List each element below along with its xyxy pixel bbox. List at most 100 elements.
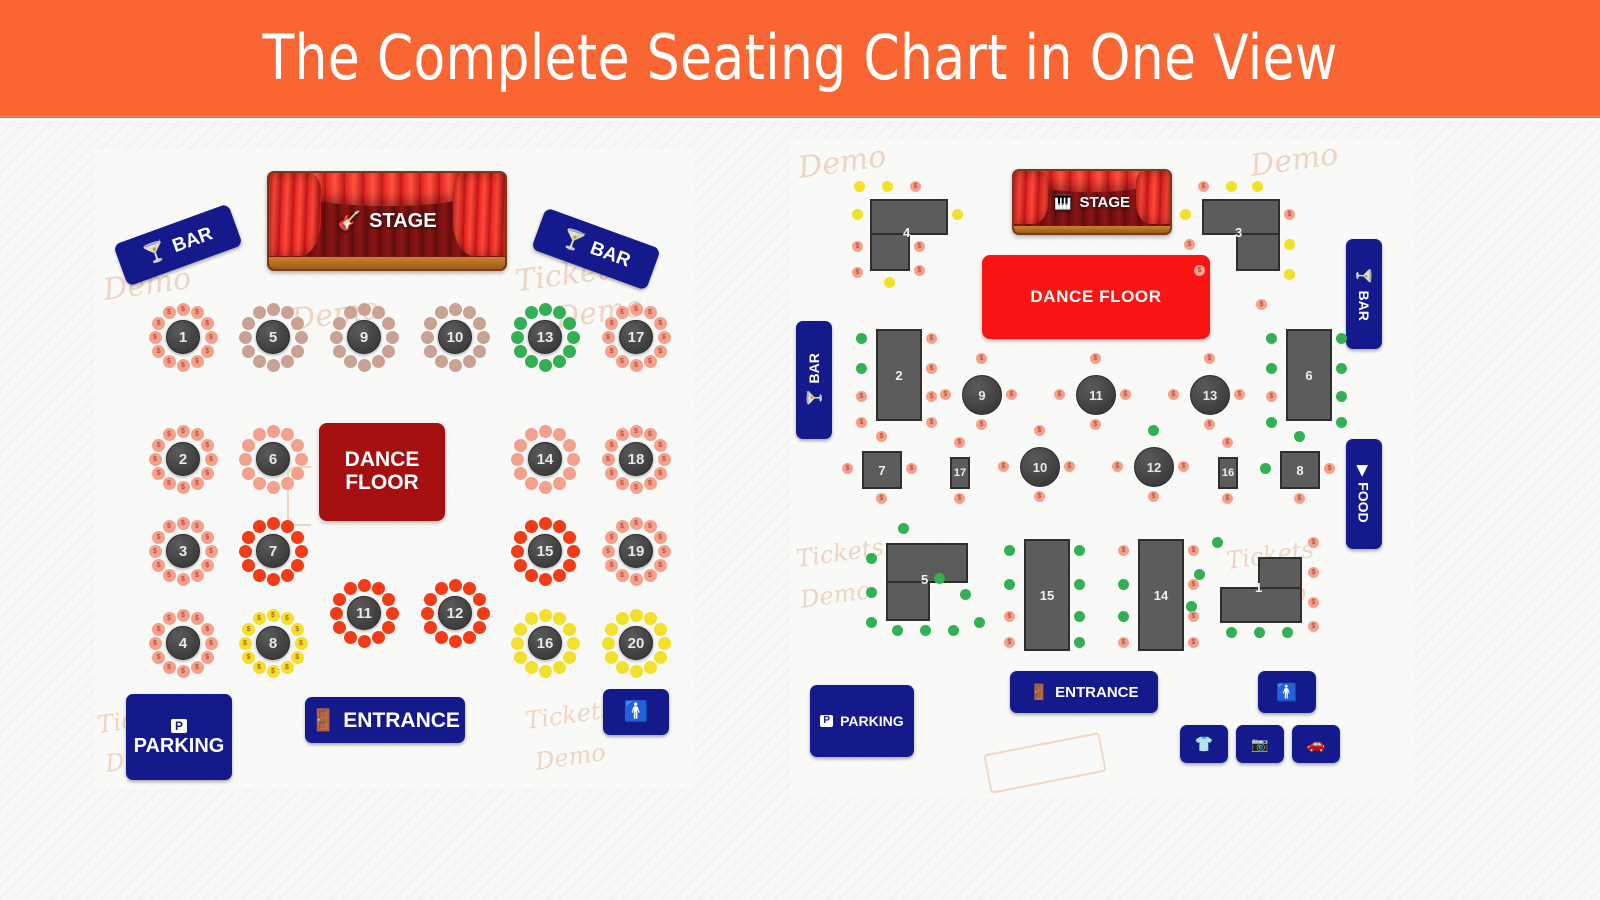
seat[interactable]: [524, 354, 538, 368]
seat[interactable]: $: [643, 568, 657, 582]
seat[interactable]: $: [629, 302, 643, 316]
table-14[interactable]: 14: [509, 423, 581, 495]
seat[interactable]: [514, 316, 528, 330]
seat[interactable]: [1336, 333, 1347, 344]
seat[interactable]: $: [176, 358, 190, 372]
seat[interactable]: [524, 306, 538, 320]
seat[interactable]: $: [657, 452, 671, 466]
seat[interactable]: $: [162, 428, 176, 442]
seat[interactable]: $: [605, 558, 619, 572]
seat[interactable]: $: [252, 612, 266, 626]
seat[interactable]: $: [601, 544, 615, 558]
seat[interactable]: [629, 608, 643, 622]
seat[interactable]: $: [252, 660, 266, 674]
seat[interactable]: [510, 452, 524, 466]
seat[interactable]: [1148, 425, 1159, 436]
seat[interactable]: $: [204, 636, 218, 650]
seat[interactable]: $: [910, 181, 921, 192]
seat[interactable]: $: [238, 636, 252, 650]
table-15[interactable]: 15$$: [1004, 539, 1085, 651]
seat[interactable]: [290, 558, 304, 572]
seat[interactable]: $: [242, 622, 256, 636]
seat[interactable]: [524, 568, 538, 582]
seat[interactable]: [1294, 431, 1305, 442]
seat[interactable]: [252, 354, 266, 368]
seat[interactable]: $: [162, 476, 176, 490]
seat[interactable]: [566, 452, 580, 466]
seat[interactable]: [1074, 637, 1085, 648]
seat[interactable]: $: [162, 612, 176, 626]
seat[interactable]: $: [906, 463, 917, 474]
seat[interactable]: [562, 344, 576, 358]
seat[interactable]: [524, 520, 538, 534]
seat[interactable]: [524, 612, 538, 626]
seat[interactable]: [1118, 579, 1129, 590]
seat[interactable]: $: [290, 650, 304, 664]
seat[interactable]: [472, 316, 486, 330]
seat[interactable]: $: [1204, 353, 1215, 364]
seat[interactable]: [343, 354, 357, 368]
seat[interactable]: $: [190, 306, 204, 320]
seat[interactable]: $: [1184, 239, 1195, 250]
seat[interactable]: [552, 428, 566, 442]
table-12[interactable]: 12$$$: [1112, 425, 1189, 502]
table-7[interactable]: 7$$$$: [842, 431, 917, 504]
seat[interactable]: $: [1090, 419, 1101, 430]
seat[interactable]: $: [653, 466, 667, 480]
seat[interactable]: [856, 363, 867, 374]
seat[interactable]: $: [290, 622, 304, 636]
seat[interactable]: $: [266, 664, 280, 678]
seat[interactable]: $: [1188, 545, 1199, 556]
seat[interactable]: $: [852, 241, 863, 252]
seat[interactable]: [1284, 269, 1295, 280]
table-2[interactable]: $$$$$$$$$$$$2: [147, 423, 219, 495]
seat[interactable]: $: [876, 493, 887, 504]
seat[interactable]: [434, 354, 448, 368]
table-11[interactable]: 11$$$$: [1054, 353, 1131, 430]
seat[interactable]: $: [200, 650, 214, 664]
seat[interactable]: [329, 606, 343, 620]
seat[interactable]: $: [148, 330, 162, 344]
seat[interactable]: [605, 622, 619, 636]
seat[interactable]: [371, 354, 385, 368]
seat[interactable]: $: [190, 354, 204, 368]
seat[interactable]: [566, 330, 580, 344]
seat[interactable]: $: [152, 622, 166, 636]
seat[interactable]: $: [1308, 621, 1319, 632]
seat[interactable]: $: [1194, 265, 1205, 276]
taxi-sign[interactable]: 🚗: [1292, 725, 1340, 763]
seat[interactable]: $: [200, 438, 214, 452]
seat[interactable]: [294, 452, 308, 466]
table-2[interactable]: 2$$$$$$: [856, 329, 937, 428]
food-sign-right[interactable]: ▶ FOOD: [1346, 439, 1382, 549]
table-6[interactable]: 6: [237, 423, 309, 495]
table-16[interactable]: 16$$: [1218, 437, 1238, 504]
seat[interactable]: [333, 620, 347, 634]
seat[interactable]: $: [856, 417, 867, 428]
seat[interactable]: [371, 306, 385, 320]
seat[interactable]: $: [1188, 579, 1199, 590]
table-3[interactable]: $$$$$$$$$$$$3: [147, 515, 219, 587]
bar-sign-left[interactable]: 🍸 BAR: [796, 321, 832, 439]
seat[interactable]: [643, 612, 657, 626]
seat[interactable]: $: [1006, 389, 1017, 400]
entrance-sign-right[interactable]: 🚪 ENTRANCE: [1010, 671, 1158, 713]
table-1[interactable]: $$$$$$$$$$$$1: [147, 301, 219, 373]
seat[interactable]: $: [876, 431, 887, 442]
seat[interactable]: $: [629, 358, 643, 372]
seat[interactable]: $: [653, 530, 667, 544]
table-13[interactable]: 13: [509, 301, 581, 373]
seat[interactable]: [462, 630, 476, 644]
seat[interactable]: [381, 316, 395, 330]
seat[interactable]: [538, 424, 552, 438]
seat[interactable]: [552, 568, 566, 582]
seat[interactable]: [448, 358, 462, 372]
seat[interactable]: $: [162, 568, 176, 582]
seat[interactable]: $: [176, 480, 190, 494]
seat[interactable]: [280, 568, 294, 582]
seat[interactable]: $: [1188, 637, 1199, 648]
seat[interactable]: $: [615, 520, 629, 534]
seat[interactable]: [333, 344, 347, 358]
seat[interactable]: [562, 622, 576, 636]
seat[interactable]: [615, 660, 629, 674]
